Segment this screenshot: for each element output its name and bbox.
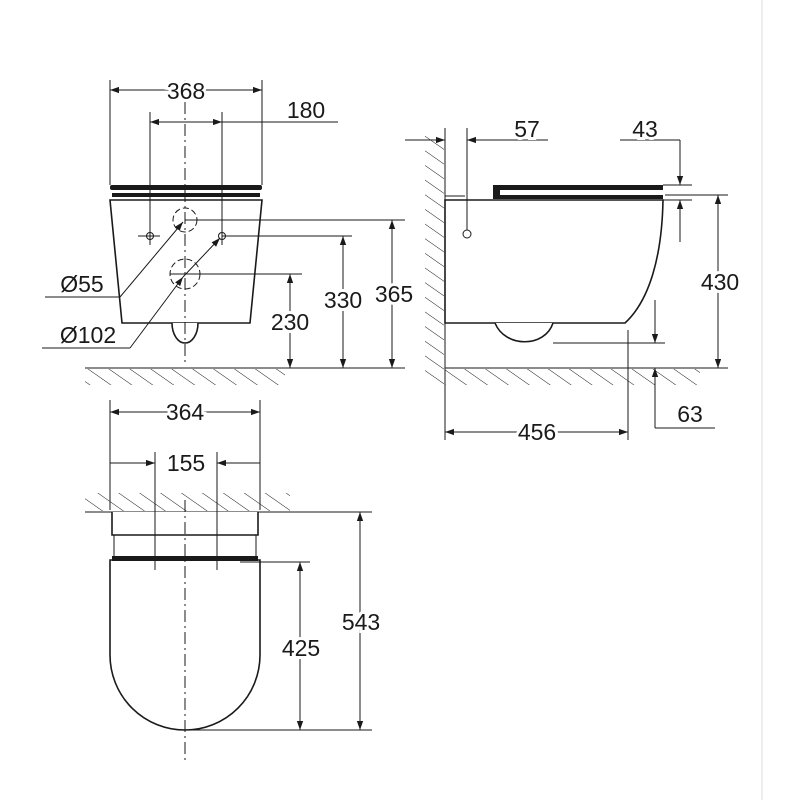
seat-ring	[112, 193, 260, 197]
floor-hatch-side	[445, 369, 700, 385]
seat-lid	[110, 185, 262, 190]
seat-hinge-top	[112, 556, 258, 561]
leader-55	[119, 221, 184, 298]
label-456: 456	[518, 419, 556, 445]
label-155: 155	[167, 450, 205, 476]
bowl-front	[109, 199, 263, 324]
floor-hatch	[85, 369, 285, 385]
wall-hatch	[425, 135, 444, 385]
bowl-side	[444, 199, 664, 324]
wall-hatch-top	[85, 493, 290, 511]
label-230: 230	[271, 309, 309, 335]
label-330: 330	[324, 287, 362, 313]
label-180: 180	[287, 97, 325, 123]
label-430: 430	[701, 269, 739, 295]
front-view: 368 180 Ø55 Ø102 230 330 365	[42, 75, 416, 385]
label-diameter-55: Ø55	[60, 271, 103, 297]
label-365: 365	[375, 281, 413, 307]
leader-102	[129, 276, 184, 349]
trap-side	[494, 322, 554, 343]
label-425: 425	[282, 635, 320, 661]
label-543: 543	[342, 609, 380, 635]
side-view: 57 43 430 63 456	[405, 113, 742, 448]
label-63: 63	[677, 401, 703, 427]
label-368: 368	[167, 78, 205, 104]
label-43: 43	[632, 116, 658, 142]
label-57: 57	[514, 116, 540, 142]
label-diameter-102: Ø102	[60, 322, 116, 348]
seat-side	[493, 185, 663, 199]
top-view: 364 155 543 425	[85, 396, 383, 760]
label-364: 364	[166, 399, 205, 425]
